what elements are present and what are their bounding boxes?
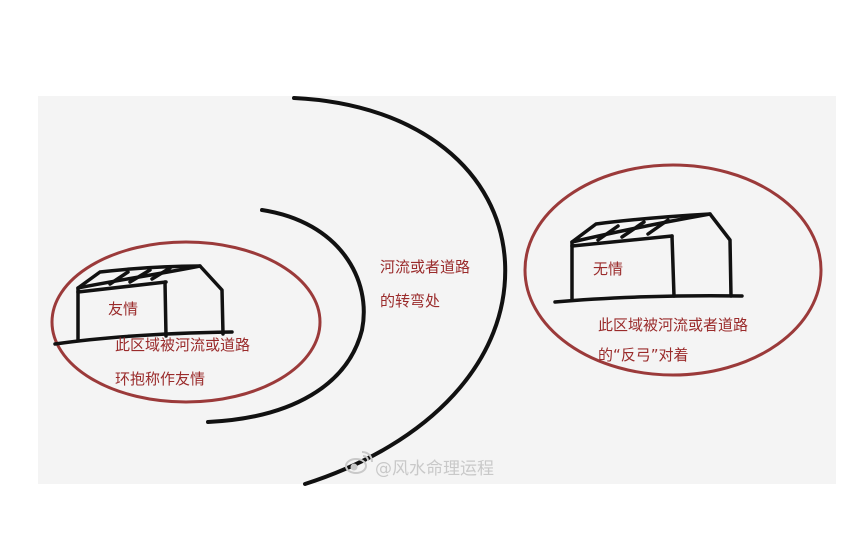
right-region-caption-line2: 的“反弓”对着 bbox=[598, 346, 689, 364]
right-region-caption-line1: 此区域被河流或者道路 bbox=[598, 316, 749, 334]
left-house-sketch bbox=[53, 264, 234, 346]
river-bend-caption-line1: 河流或者道路 bbox=[380, 258, 471, 276]
left-region-caption-line1: 此区域被河流或道路 bbox=[115, 336, 251, 354]
inner-river-curve bbox=[206, 208, 366, 424]
left-region-caption-line2: 环抱称作友情 bbox=[115, 370, 206, 388]
right-house-label: 无情 bbox=[593, 260, 624, 278]
right-house-sketch bbox=[553, 212, 744, 304]
outer-river-curve bbox=[292, 96, 508, 486]
drawing-panel bbox=[38, 96, 836, 484]
watermark-text: @风水命理运程 bbox=[375, 459, 494, 479]
right-region-ellipse bbox=[523, 163, 823, 377]
river-bend-caption-line2: 的转弯处 bbox=[380, 292, 441, 310]
left-house-label: 友情 bbox=[108, 300, 139, 318]
left-region-ellipse bbox=[50, 240, 322, 404]
weibo-logo-icon bbox=[345, 451, 373, 474]
